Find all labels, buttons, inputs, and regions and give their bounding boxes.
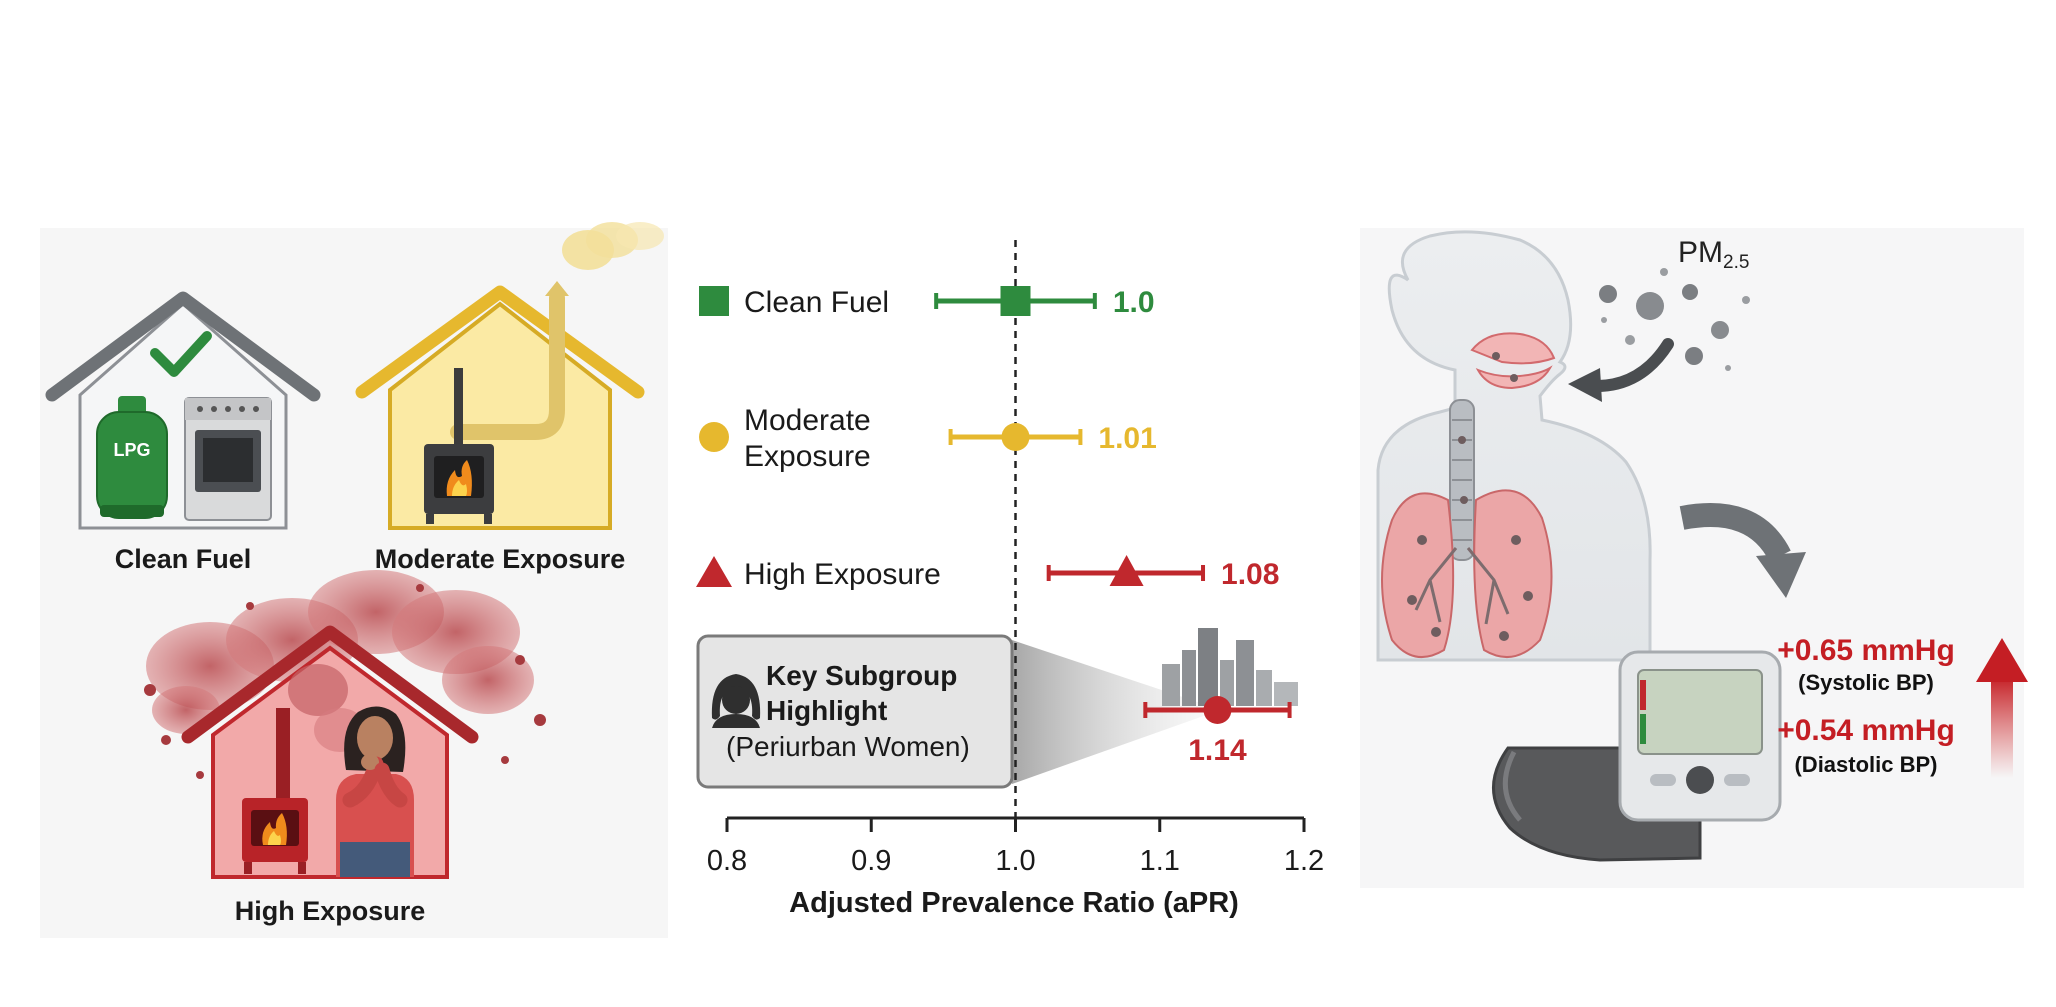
series-label: Moderate bbox=[744, 404, 871, 437]
x-tick-label: 0.8 bbox=[707, 845, 747, 877]
highlight-funnel-shape bbox=[1012, 640, 1204, 784]
diastolic-bp-label: (Diastolic BP) bbox=[1794, 752, 1937, 777]
checkmark-icon bbox=[150, 331, 212, 377]
pm25-particles bbox=[1599, 268, 1750, 371]
highlight-title-line2: Highlight bbox=[766, 695, 887, 726]
series-label: Exposure bbox=[744, 440, 871, 473]
moderate-exposure-house-label: Moderate Exposure bbox=[375, 544, 626, 574]
point-estimate-circle bbox=[1001, 423, 1030, 451]
x-tick-label: 0.9 bbox=[851, 845, 891, 877]
legend-triangle-icon bbox=[696, 556, 732, 587]
diastolic-bp-increase: +0.54 mmHg bbox=[1777, 714, 1955, 747]
pm25-label: PM2.5 bbox=[1678, 236, 1749, 273]
point-estimate-triangle bbox=[1109, 555, 1144, 586]
increase-arrow-shaft bbox=[1991, 676, 2013, 778]
value-label: 1.0 bbox=[1113, 286, 1155, 319]
x-tick-label: 1.0 bbox=[995, 845, 1035, 877]
series-label: High Exposure bbox=[744, 558, 941, 591]
high-exposure-house: High Exposure bbox=[144, 570, 546, 926]
lpg-label: LPG bbox=[113, 440, 150, 460]
x-axis-title: Adjusted Prevalence Ratio (aPR) bbox=[789, 887, 1239, 919]
key-subgroup-highlight-box: Key Subgroup Highlight (Periurban Women) bbox=[696, 634, 1014, 789]
value-label: 1.08 bbox=[1221, 558, 1279, 591]
stove-icon bbox=[184, 397, 272, 521]
point-estimate-square bbox=[1000, 286, 1031, 316]
blood-pressure-monitor-icon bbox=[1492, 650, 1782, 862]
highlight-subtitle: (Periurban Women) bbox=[726, 731, 970, 762]
clean-fuel-house: LPG Clean Fuel bbox=[45, 291, 321, 574]
bp-increase-readout: +0.65 mmHg (Systolic BP) +0.54 mmHg (Dia… bbox=[1777, 634, 2028, 778]
forest-row: 1.08 High Exposure bbox=[696, 555, 1279, 591]
periurban-skyline-icon bbox=[1162, 628, 1298, 706]
point-estimate-circle bbox=[1203, 696, 1232, 724]
wood-stove-icon bbox=[424, 444, 494, 524]
lpg-cylinder-icon: LPG bbox=[96, 396, 168, 519]
inhalation-arrow-icon bbox=[1586, 338, 1674, 393]
legend-circle-icon bbox=[699, 422, 729, 452]
legend-square-icon bbox=[699, 286, 729, 316]
effect-arrow-icon bbox=[1679, 503, 1791, 562]
highlight-title-line1: Key Subgroup bbox=[766, 660, 957, 691]
value-label: 1.01 bbox=[1098, 422, 1156, 455]
increase-arrow-icon bbox=[1976, 638, 2028, 682]
person-icon bbox=[711, 674, 761, 728]
inhalation-arrowhead bbox=[1568, 368, 1602, 402]
high-exposure-house-label: High Exposure bbox=[235, 896, 426, 926]
forest-row: 1.0 Clean Fuel bbox=[699, 286, 1155, 319]
pm25-label-subscript: 2.5 bbox=[1723, 252, 1749, 273]
x-tick-label: 1.1 bbox=[1140, 845, 1180, 877]
highlight-funnel bbox=[1012, 640, 1204, 784]
pm25-label-prefix: PM bbox=[1678, 236, 1723, 269]
value-label: 1.14 bbox=[1188, 734, 1247, 767]
effect-arrowhead bbox=[1756, 552, 1806, 598]
moderate-exposure-house: Moderate Exposure bbox=[355, 222, 664, 574]
x-tick-label: 1.2 bbox=[1284, 845, 1324, 877]
systolic-bp-label: (Systolic BP) bbox=[1798, 670, 1934, 695]
series-label: Clean Fuel bbox=[744, 286, 889, 319]
human-respiratory-illustration bbox=[1376, 230, 1652, 662]
systolic-bp-increase: +0.65 mmHg bbox=[1777, 634, 1955, 667]
x-axis: 0.8 0.9 1.0 1.1 1.2 bbox=[707, 816, 1324, 877]
forest-row: 1.14 bbox=[1143, 696, 1292, 767]
coughing-woman-icon bbox=[336, 706, 414, 877]
forest-plot: Key Subgroup Highlight (Periurban Women)… bbox=[696, 240, 1324, 919]
wood-stove-icon bbox=[242, 798, 308, 874]
clean-fuel-house-label: Clean Fuel bbox=[115, 544, 252, 574]
